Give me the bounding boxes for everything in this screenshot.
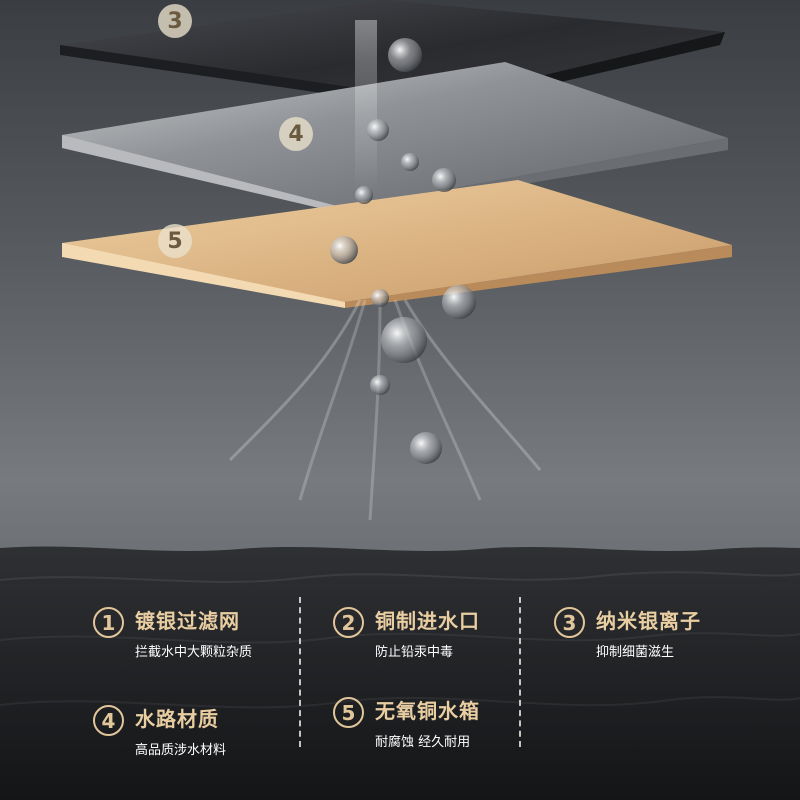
feature-title: 无氧铜水箱 — [375, 699, 480, 723]
water-surface — [0, 546, 800, 800]
water-droplet — [330, 236, 358, 264]
column-divider — [519, 597, 521, 747]
feature-desc: 高品质涉水材料 — [135, 743, 227, 758]
feature-desc: 耐腐蚀 经久耐用 — [375, 735, 471, 750]
layer-number-badge: 3 — [158, 4, 192, 38]
feature-number: 1 — [93, 607, 124, 638]
layer-number-badge: 5 — [158, 224, 192, 258]
feature-copper-inlet: 2 铜制进水口 防止铅汞中毒 — [333, 605, 563, 665]
layer-plate-5 — [62, 180, 732, 308]
feature-number: 4 — [93, 705, 124, 736]
water-droplet — [432, 168, 456, 192]
water-droplet — [381, 317, 427, 363]
feature-nano-silver: 3 纳米银离子 抑制细菌滋生 — [554, 605, 784, 665]
feature-title: 镀银过滤网 — [135, 609, 240, 633]
feature-water-path: 4 水路材质 高品质涉水材料 — [93, 703, 323, 763]
column-divider — [299, 597, 301, 747]
feature-copper-tank: 5 无氧铜水箱 耐腐蚀 经久耐用 — [333, 695, 563, 755]
feature-number: 2 — [333, 607, 364, 638]
feature-title: 纳米银离子 — [596, 609, 701, 633]
feature-desc: 抑制细菌滋生 — [596, 645, 675, 660]
water-droplet — [371, 289, 389, 307]
feature-title: 水路材质 — [135, 707, 219, 731]
water-droplet — [388, 38, 422, 72]
feature-desc: 防止铅汞中毒 — [375, 645, 454, 660]
feature-silver-filter: 1 镀银过滤网 拦截水中大颗粒杂质 — [93, 605, 323, 665]
feature-number: 5 — [333, 697, 364, 728]
feature-desc: 拦截水中大颗粒杂质 — [135, 645, 253, 660]
feature-title: 铜制进水口 — [375, 609, 480, 633]
water-droplet — [370, 375, 390, 395]
water-droplet — [401, 153, 419, 171]
water-droplet — [442, 285, 476, 319]
layer-number-badge: 4 — [279, 117, 313, 151]
water-droplet — [355, 186, 373, 204]
feature-number: 3 — [554, 607, 585, 638]
feature-list: 1 镀银过滤网 拦截水中大颗粒杂质 2 铜制进水口 防止铅汞中毒 3 纳米银离子… — [0, 585, 800, 800]
water-droplets — [330, 38, 476, 464]
layer-plate-4 — [62, 62, 728, 214]
water-droplet — [367, 119, 389, 141]
water-droplet — [410, 432, 442, 464]
